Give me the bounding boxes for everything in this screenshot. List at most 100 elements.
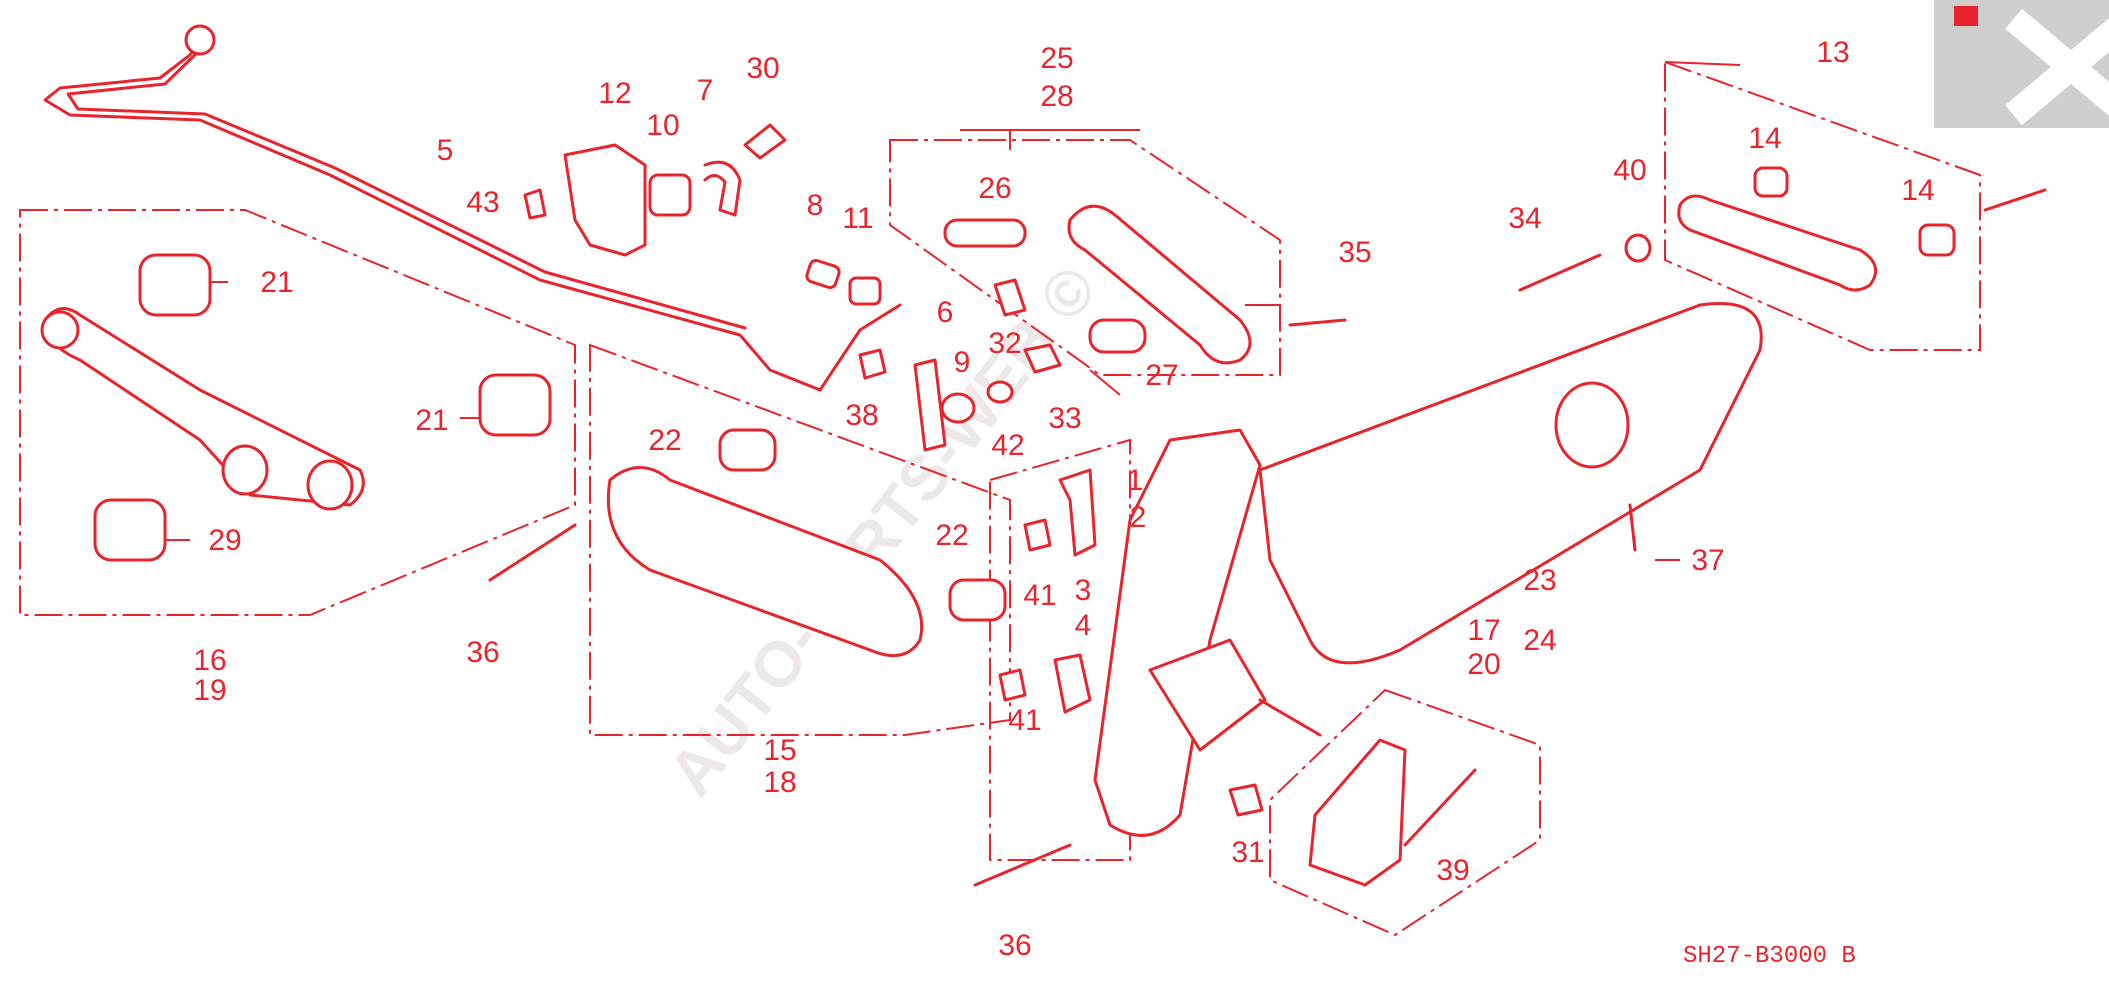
bushing-26 — [943, 218, 1027, 248]
group-frame-16-19 — [19, 209, 576, 616]
label-1: 1 — [1127, 464, 1144, 497]
stabilizer-bar-inner — [66, 48, 747, 330]
bolt-36b — [973, 843, 1072, 887]
rear-knuckle — [1093, 428, 1262, 837]
arm-eye-1 — [40, 310, 80, 350]
bushing-9 — [940, 392, 976, 424]
flag-icon — [1954, 6, 1978, 26]
label-17: 17 — [1467, 614, 1500, 647]
bracket-3-4 — [1053, 653, 1092, 714]
washer-40 — [1624, 233, 1652, 263]
arm-eye-3 — [306, 459, 354, 511]
label-13: 13 — [1816, 36, 1849, 69]
label-35: 35 — [1338, 236, 1371, 269]
label-25: 25 — [1040, 42, 1073, 75]
nut-31 — [1228, 783, 1264, 817]
label-26: 26 — [978, 172, 1011, 205]
bolt-41b — [998, 668, 1027, 702]
label-22a: 22 — [648, 424, 681, 457]
bolt-35 — [1288, 318, 1347, 327]
label-37: 37 — [1691, 544, 1724, 577]
label-32: 32 — [988, 327, 1021, 360]
bolt-34 — [1518, 253, 1602, 292]
bolt-37 — [1628, 503, 1637, 552]
bushing-22b — [948, 578, 1007, 622]
close-x-icon[interactable] — [1934, 0, 2109, 128]
bushing-27 — [1088, 318, 1147, 354]
trailing-arm-bushing — [1554, 381, 1630, 469]
label-42: 42 — [991, 429, 1024, 462]
knuckle-hub — [1148, 638, 1267, 752]
bolt-36a — [488, 523, 577, 582]
label-28: 28 — [1040, 80, 1073, 113]
group-frame-17-20 — [1269, 688, 1541, 937]
label-21b: 21 — [415, 404, 448, 437]
link-39 — [1403, 768, 1477, 847]
label-22b: 22 — [935, 519, 968, 552]
label-8: 8 — [807, 189, 824, 222]
collar-8 — [805, 258, 841, 290]
bushing-10 — [648, 173, 692, 217]
bolt-30 — [743, 123, 787, 160]
label-3: 3 — [1075, 574, 1092, 607]
label-23: 23 — [1523, 564, 1556, 597]
label-20: 20 — [1467, 648, 1500, 681]
label-5: 5 — [437, 134, 454, 167]
label-31: 31 — [1231, 836, 1264, 869]
bushing-21b — [478, 373, 552, 437]
label-21a: 21 — [260, 266, 293, 299]
bolt-38 — [858, 348, 887, 380]
label-15: 15 — [763, 734, 796, 767]
label-36b: 36 — [998, 929, 1031, 962]
label-36a: 36 — [466, 636, 499, 669]
label-29: 29 — [208, 524, 241, 557]
label-9: 9 — [954, 346, 971, 379]
link-6 — [913, 358, 947, 452]
label-7: 7 — [697, 74, 714, 107]
label-34: 34 — [1508, 202, 1541, 235]
label-38: 38 — [845, 399, 878, 432]
label-27: 27 — [1145, 359, 1178, 392]
label-33: 33 — [1048, 402, 1081, 435]
label-14b: 14 — [1901, 174, 1934, 207]
bracket-1-2 — [1058, 468, 1097, 557]
shield-17-20 — [1308, 738, 1407, 887]
group-frame-13 — [1664, 60, 1981, 351]
label-10: 10 — [646, 109, 679, 142]
label-30: 30 — [746, 52, 779, 85]
label-11: 11 — [842, 202, 873, 235]
label-2: 2 — [1130, 501, 1147, 534]
bracket-12 — [563, 143, 647, 257]
bolt-33 — [1023, 343, 1062, 374]
group-frame-25-28 — [889, 139, 1281, 376]
stabilizer-end — [184, 24, 216, 56]
upper-arm-27 — [1067, 204, 1252, 365]
arm-eye-2 — [221, 444, 269, 496]
leader-lines — [165, 61, 1741, 561]
bushing-11 — [848, 276, 882, 306]
label-24a: 24 — [1523, 624, 1556, 657]
bushing-14b — [1918, 223, 1956, 257]
group-frame-knuckle — [989, 438, 1131, 861]
label-6: 6 — [937, 296, 954, 329]
bushing-29 — [93, 498, 167, 562]
compensator-arm-15-18 — [606, 466, 924, 658]
label-16: 16 — [193, 644, 226, 677]
hub-stud — [1258, 698, 1322, 737]
bolt-32 — [993, 278, 1027, 317]
label-19: 19 — [193, 674, 226, 707]
bushing-22a — [718, 428, 777, 472]
diagram-code: SH27-B3000 B — [1683, 943, 1856, 970]
clamp-7 — [703, 160, 742, 217]
label-43: 43 — [466, 186, 499, 219]
label-40: 40 — [1613, 154, 1646, 187]
group-frame-15-18 — [589, 343, 1011, 736]
label-41b: 41 — [1008, 704, 1041, 737]
bolt-43 — [523, 188, 547, 220]
washer-42 — [986, 380, 1014, 404]
label-4: 4 — [1075, 609, 1092, 642]
label-12: 12 — [598, 77, 631, 110]
label-18: 18 — [763, 766, 796, 799]
bolt-24 — [1983, 188, 2047, 212]
